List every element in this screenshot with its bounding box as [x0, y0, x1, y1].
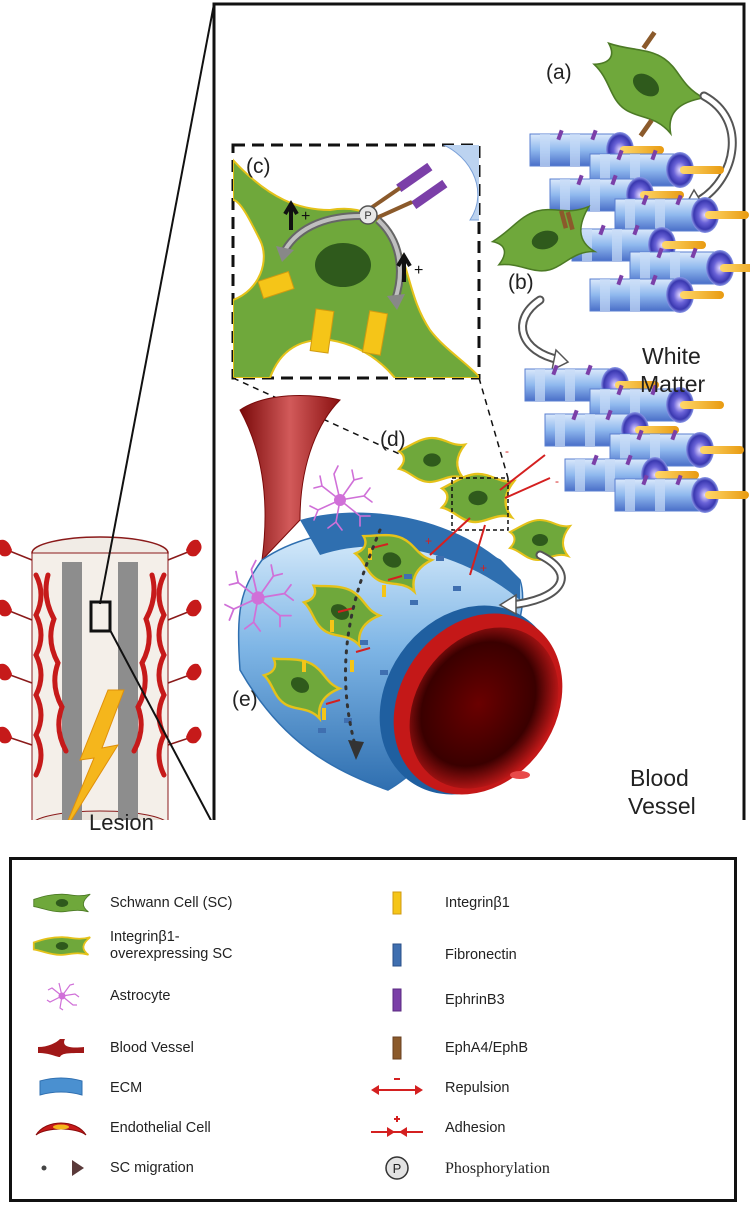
- interaction-arrows: [429, 454, 551, 576]
- integrin-icon: [367, 888, 427, 918]
- svg-text:+: +: [480, 561, 487, 575]
- legend-item-phosphorylation: P Phosphorylation: [367, 1153, 550, 1183]
- panel-label-e: (e): [232, 688, 258, 711]
- svg-text:+: +: [301, 208, 310, 225]
- panel-label-b: (b): [508, 271, 534, 294]
- legend-item-fibronectin: Fibronectin: [367, 940, 517, 970]
- legend-item-adhesion: Adhesion: [367, 1113, 505, 1143]
- blood-vessel-icon: [32, 1033, 92, 1063]
- legend-label-schwann-cell: Schwann Cell (SC): [110, 894, 233, 911]
- schwann-cell-b: [487, 197, 603, 283]
- lesion-bolt-icon: [67, 689, 125, 820]
- astrocyte-icon: [32, 981, 92, 1011]
- spinal-cord-illustration: [0, 536, 202, 820]
- svg-text:-: -: [555, 474, 559, 488]
- svg-text:P: P: [393, 1161, 402, 1176]
- blood-vessel: [237, 395, 563, 795]
- sc-migration-icon: [32, 1153, 92, 1183]
- legend-item-integrin: Integrinβ1: [367, 888, 510, 918]
- epha4-icon: [367, 1033, 427, 1063]
- legend-label-integrin-sc: Integrinβ1- overexpressing SC: [110, 929, 233, 962]
- svg-text:-: -: [505, 444, 509, 458]
- panel-label-c: (c): [246, 155, 271, 178]
- legend-label-ephrinb3: EphrinB3: [445, 991, 505, 1008]
- blood-vessel-label: Blood Vessel: [628, 765, 696, 819]
- legend-item-epha4: EphA4/EphB: [367, 1033, 528, 1063]
- panel-label-a: (a): [546, 61, 572, 84]
- legend-item-schwann-cell: Schwann Cell (SC): [32, 888, 233, 918]
- inset-c: P + +: [231, 143, 481, 380]
- adhesion-icon: [367, 1113, 427, 1143]
- ecm-icon: [32, 1073, 92, 1103]
- legend-item-ecm: ECM: [32, 1073, 142, 1103]
- legend-label-integrin: Integrinβ1: [445, 894, 510, 911]
- zoom-line-top: [99, 3, 215, 605]
- legend-item-astrocyte: Astrocyte: [32, 981, 170, 1011]
- diagram-figure: P + +: [0, 2, 750, 820]
- legend: Schwann Cell (SC) Integrinβ1- overexpres…: [9, 857, 737, 1202]
- schwann-cell-a: [582, 26, 710, 144]
- schwann-cell-icon: [32, 888, 92, 918]
- legend-item-sc-migration: SC migration: [32, 1153, 194, 1183]
- endothelial-cell-icon: [32, 1113, 92, 1143]
- legend-label-epha4: EphA4/EphB: [445, 1039, 529, 1056]
- legend-label-sc-migration: SC migration: [110, 1159, 194, 1176]
- svg-text:+: +: [425, 534, 432, 548]
- legend-label-ecm: ECM: [110, 1079, 143, 1096]
- legend-label-adhesion: Adhesion: [445, 1119, 506, 1136]
- repulsion-icon: [367, 1073, 427, 1103]
- svg-text:P: P: [364, 210, 371, 222]
- legend-label-fibronectin: Fibronectin: [445, 946, 517, 963]
- white-matter-label: White Matter: [640, 343, 706, 397]
- legend-label-endothelial-cell: Endothelial Cell: [110, 1119, 211, 1136]
- legend-item-ephrinb3: EphrinB3: [367, 985, 505, 1015]
- legend-label-astrocyte: Astrocyte: [110, 987, 171, 1004]
- ephrinb3-icon: [367, 985, 427, 1015]
- legend-item-endothelial-cell: Endothelial Cell: [32, 1113, 211, 1143]
- legend-item-integrin-sc: Integrinβ1- overexpressing SC: [32, 928, 233, 964]
- svg-text:+: +: [414, 262, 423, 279]
- zoom-line-bottom: [109, 629, 212, 820]
- legend-label-phosphorylation: Phosphorylation: [445, 1159, 550, 1177]
- sc-migration-path: [344, 528, 382, 747]
- legend-label-repulsion: Repulsion: [445, 1079, 510, 1096]
- legend-item-repulsion: Repulsion: [367, 1073, 510, 1103]
- lesion-label: Lesion: [89, 810, 154, 835]
- fibronectin-icon: [367, 940, 427, 970]
- legend-label-blood-vessel: Blood Vessel: [110, 1039, 194, 1056]
- panel-label-d: (d): [380, 428, 406, 451]
- integrin-sc-icon: [32, 931, 92, 961]
- phosphorylation-icon: P: [367, 1153, 427, 1183]
- interaction-symbols: - - + +: [425, 444, 559, 575]
- legend-item-blood-vessel: Blood Vessel: [32, 1033, 194, 1063]
